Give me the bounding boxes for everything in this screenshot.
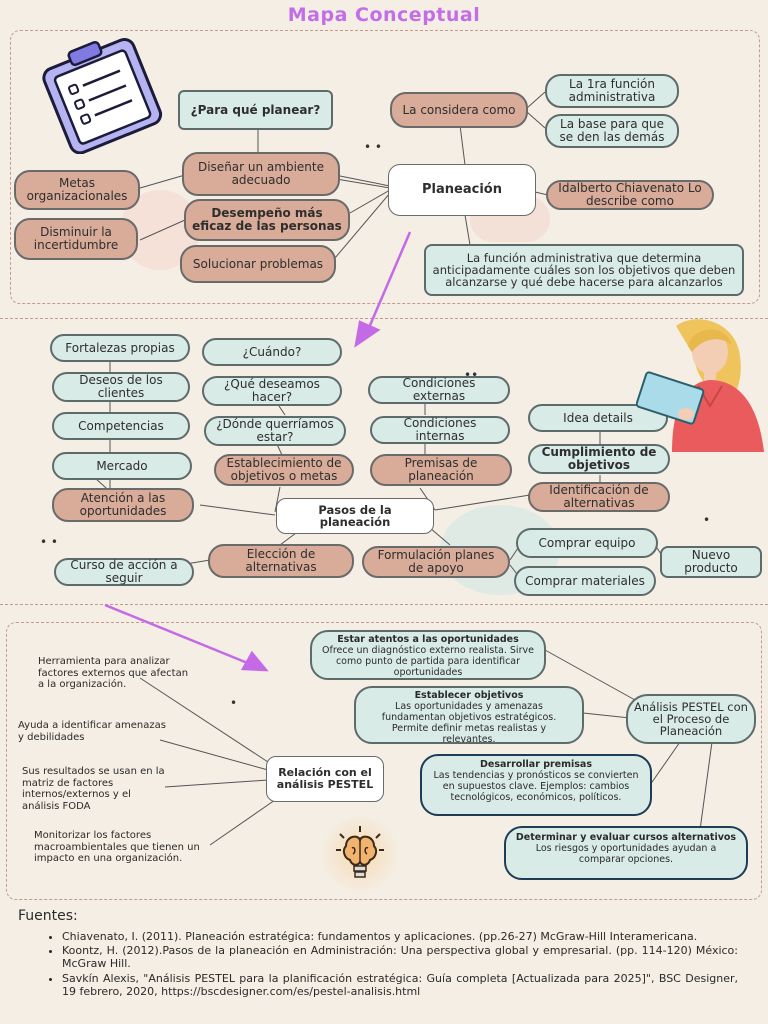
steps-center-node: Pasos de la planeación [276, 498, 434, 534]
step-factor-node: Fortalezas propias [50, 334, 190, 362]
question-node: ¿Dónde querríamos estar? [204, 416, 346, 446]
sources-heading: Fuentes: [18, 908, 78, 924]
pestel-bubble: Establecer objetivos Las oportunidades y… [354, 686, 584, 745]
pestel-bubble-text: Las oportunidades y amenazas fundamentan… [381, 700, 557, 745]
pestel-bubble-text: Ofrece un diagnóstico externo realista. … [322, 644, 534, 678]
considers-item-node: La 1ra función administrativa [545, 74, 679, 108]
opportunities-node: Atención a las oportunidades [52, 488, 194, 522]
dot-marker: • • [364, 140, 382, 154]
clipboard-icon [42, 37, 163, 154]
author-node: Idalberto Chiavenato Lo describe como [546, 180, 714, 210]
buy-node: Comprar materiales [514, 566, 656, 596]
course-node: Curso de acción a seguir [54, 558, 194, 586]
source-item: Savkín Alexis, "Análisis PESTEL para la … [62, 972, 738, 998]
dot-marker: • [230, 696, 238, 710]
brain-bulb-icon [336, 826, 384, 878]
pestel-note: Monitorizar los factores macroambientale… [34, 830, 200, 864]
premises-node: Premisas de planeación [370, 454, 512, 486]
considers-node: La considera como [390, 92, 528, 128]
compliance-node: Cumplimiento de objetivos [528, 444, 670, 474]
source-item: Koontz, H. (2012).Pasos de la planeación… [62, 944, 738, 970]
considers-item-node: La base para que se den las demás [545, 114, 679, 148]
page-title: Mapa Conceptual [287, 4, 481, 26]
choice-node: Elección de alternativas [208, 544, 354, 578]
question-node: ¿Para qué planear? [178, 90, 333, 130]
planeacion-node: Planeación [388, 164, 536, 216]
panel-pasos-divider-bottom [0, 604, 768, 605]
step-factor-node: Mercado [52, 452, 192, 480]
buy-node: Comprar equipo [516, 528, 658, 558]
question-node: ¿Qué deseamos hacer? [202, 376, 342, 406]
pestel-bubble-title: Desarrollar premisas [479, 759, 592, 770]
pestel-bubble: Determinar y evaluar cursos alternativos… [504, 826, 748, 880]
pestel-bubble-text: Los riesgos y oportunidades ayudan a com… [535, 842, 717, 865]
panel-pasos-divider-top [0, 318, 768, 319]
sources-list: Chiavenato, I. (2011). Planeación estrat… [18, 930, 738, 998]
reason-node: Diseñar un ambiente adecuado [182, 152, 340, 196]
reason-node: Desempeño más eficaz de las personas [184, 199, 350, 241]
pestel-note: Ayuda a identificar amenazas y debilidad… [18, 720, 166, 743]
pestel-bubble: Estar atentos a las oportunidades Ofrece… [310, 630, 546, 680]
pestel-bubble-title: Determinar y evaluar cursos alternativos [515, 832, 737, 843]
question-node: ¿Cuándo? [202, 338, 342, 366]
formulation-node: Formulación planes de apoyo [362, 546, 510, 578]
idea-node: Idea details [528, 404, 668, 432]
step-factor-node: Deseos de los clientes [52, 372, 190, 402]
dot-marker: •• [464, 368, 479, 382]
pestel-bubble-title: Estar atentos a las oportunidades [337, 634, 519, 645]
objectives-node: Establecimiento de objetivos o metas [214, 454, 354, 486]
condition-node: Condiciones internas [370, 416, 510, 444]
sources-section: Fuentes: Chiavenato, I. (2011). Planeaci… [18, 908, 738, 999]
condition-node: Condiciones externas [368, 376, 510, 404]
pestel-bubble-title: Establecer objetivos [414, 690, 524, 701]
dot-marker: • • [40, 535, 58, 549]
pestel-bubble-text: Las tendencias y pronósticos se conviert… [433, 769, 639, 803]
source-item: Chiavenato, I. (2011). Planeación estrat… [62, 930, 738, 943]
woman-illustration [636, 319, 764, 452]
panel-pestel [6, 622, 762, 900]
dot-marker: • [703, 513, 711, 527]
pestel-center-node: Relación con el análisis PESTEL [266, 756, 384, 802]
new-product-node: Nuevo producto [660, 546, 762, 578]
pestel-bubble: Desarrollar premisas Las tendencias y pr… [420, 754, 652, 816]
pestel-note: Sus resultados se usan en la matriz de f… [22, 766, 165, 812]
panel-planeacion [10, 30, 760, 304]
definition-node: La función administrativa que determina … [424, 244, 744, 296]
goal-node: Disminuir la incertidumbre [14, 218, 138, 260]
pestel-note: Herramienta para analizar factores exter… [38, 656, 189, 690]
identification-node: Identificación de alternativas [528, 482, 670, 512]
pestel-process-node: Análisis PESTEL con el Proceso de Planea… [626, 694, 756, 744]
step-factor-node: Competencias [52, 412, 190, 440]
goal-node: Metas organizacionales [14, 170, 140, 210]
reason-node: Solucionar problemas [180, 245, 336, 283]
